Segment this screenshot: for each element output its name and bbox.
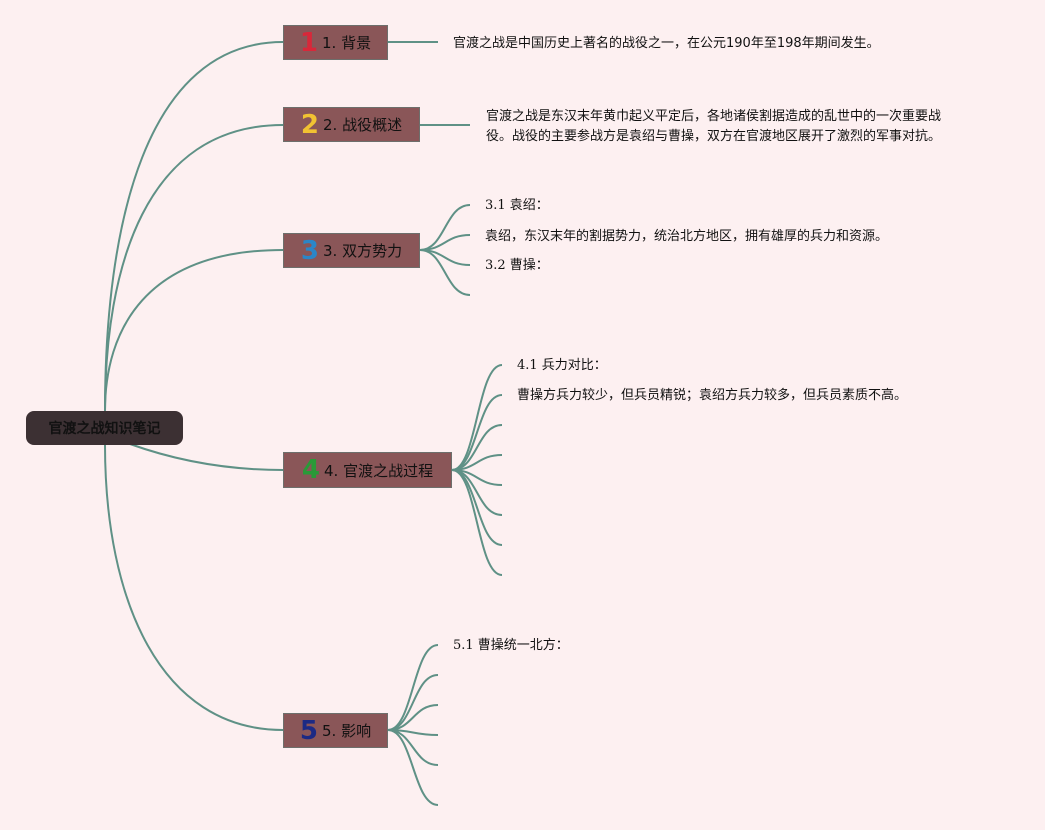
branch-node-process[interactable]: 4 4. 官渡之战过程 [283,452,452,488]
yuan-shao-description: 袁绍，东汉末年的割据势力，统治北方地区，拥有雄厚的兵力和资源。 [485,229,889,244]
background-text: 官渡之战是中国历史上著名的战役之一，在公元190年至198年期间发生。 [453,36,880,51]
overview-text-line2: 役。战役的主要参战方是袁绍与曹操，双方在官渡地区展开了激烈的军事对抗。 [486,129,942,144]
root-link-overview [104,124,284,412]
leaf-link-impact-0 [387,644,439,731]
branch-label-process: 4. 官渡之战过程 [324,461,434,480]
number-4-icon: 4 [301,455,320,485]
branch-label-overview: 2. 战役概述 [323,116,403,134]
branch-node-background[interactable]: 1 1. 背景 [283,25,388,60]
leaf-link-process-1 [451,394,503,471]
branch-label-impact: 5. 影响 [322,722,372,740]
leaf-link-process-7 [451,469,503,576]
number-5-icon: 5 [299,715,318,746]
leaf-link-process-6 [451,469,503,546]
root-link-background [104,41,284,412]
branch-node-overview[interactable]: 2 2. 战役概述 [283,107,420,142]
root-title: 官渡之战知识笔记 [48,421,161,437]
root-link-impact [104,444,284,731]
leaf-link-forces-3 [419,249,471,296]
number-3-icon: 3 [300,235,319,266]
branch-label-forces: 3. 双方势力 [323,242,403,260]
leaf-link-process-0 [451,364,503,471]
leaf-link-impact-1 [387,674,439,731]
overview-text-line1: 官渡之战是东汉末年黄巾起义平定后，各地诸侯割据造成的乱世中的一次重要战 [486,109,942,124]
subtopic-unify-north: 5.1 曹操统一北方： [453,638,569,653]
subtopic-yuan-shao: 3.1 袁绍： [485,198,549,213]
branch-label-background: 1. 背景 [322,34,372,52]
subtopic-cao-cao: 3.2 曹操： [485,258,549,273]
number-2-icon: 2 [300,109,319,140]
branch-node-forces[interactable]: 3 3. 双方势力 [283,233,420,268]
branch-node-impact[interactable]: 5 5. 影响 [283,713,388,748]
root-link-process [129,443,284,471]
root-node[interactable]: 官渡之战知识笔记 [26,411,183,445]
subtopic-force-comparison: 4.1 兵力对比： [517,358,607,373]
leaf-link-impact-5 [387,729,439,806]
force-comparison-description: 曹操方兵力较少，但兵员精锐；袁绍方兵力较多，但兵员素质不高。 [517,388,908,403]
number-1-icon: 1 [299,27,318,58]
root-link-forces [104,249,284,412]
